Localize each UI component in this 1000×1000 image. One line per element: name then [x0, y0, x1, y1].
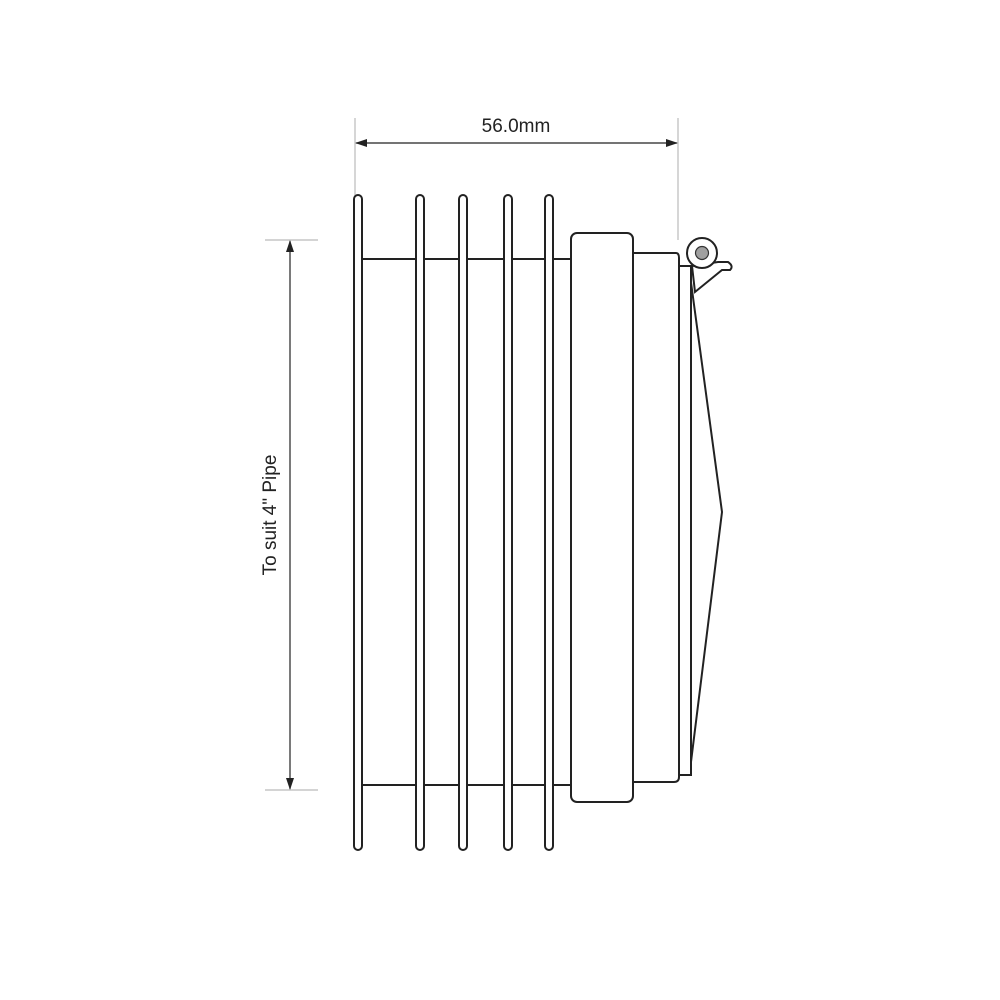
outer-ring [632, 252, 680, 783]
hinge-pin-icon [694, 245, 710, 261]
hinge [686, 237, 733, 294]
fin [503, 194, 513, 851]
width-dimension: 56.0mm [354, 116, 679, 240]
hinge-arm [690, 261, 733, 294]
fin [353, 194, 363, 851]
flap [689, 274, 724, 771]
fin [415, 194, 425, 851]
pipe-dimension-label: To suit 4" Pipe [260, 455, 281, 576]
fins [353, 194, 554, 851]
valve-seat [678, 265, 692, 776]
width-dimension-label: 56.0mm [482, 116, 551, 137]
fin [458, 194, 468, 851]
pipe-dimension: To suit 4" Pipe [260, 239, 318, 791]
collar [570, 232, 634, 803]
fin [544, 194, 554, 851]
